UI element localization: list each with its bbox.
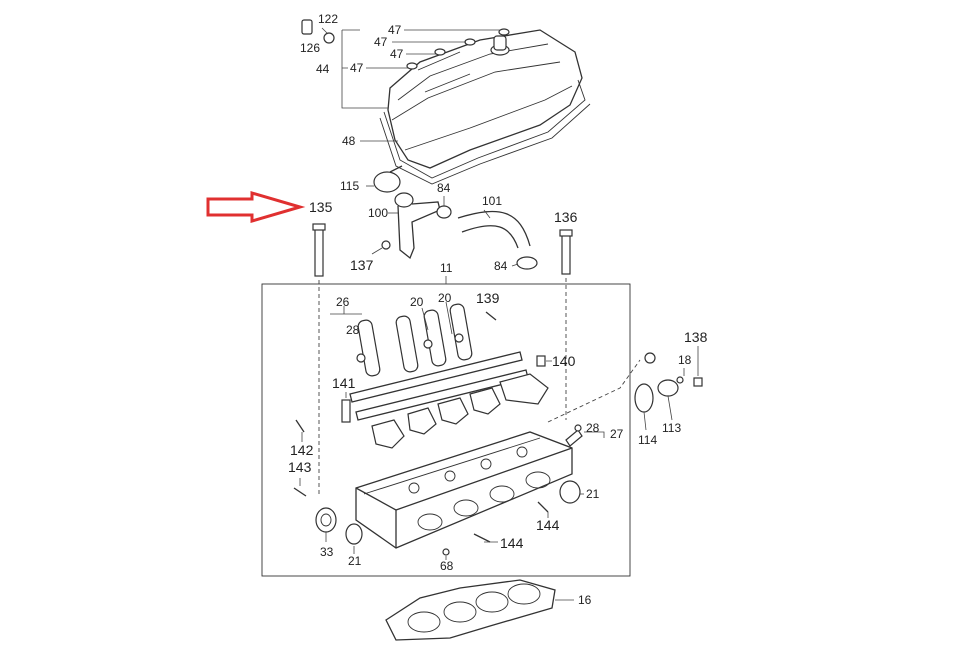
seal-33 bbox=[315, 507, 337, 533]
callout-47-c: 47 bbox=[390, 47, 404, 61]
callout-27: 27 bbox=[610, 427, 624, 441]
callout-21-b: 21 bbox=[348, 554, 362, 568]
sensor-27 bbox=[565, 424, 605, 447]
right-side-parts bbox=[547, 346, 703, 431]
callout-138: 138 bbox=[684, 329, 708, 345]
head-gasket bbox=[385, 579, 574, 641]
grommets bbox=[406, 28, 510, 70]
callout-142: 142 bbox=[290, 442, 314, 458]
callout-84-b: 84 bbox=[494, 259, 508, 273]
head-bolt-136 bbox=[559, 229, 573, 420]
leaders bbox=[299, 432, 549, 560]
callout-143: 143 bbox=[288, 459, 312, 475]
callout-33: 33 bbox=[320, 545, 334, 559]
valve-cover bbox=[387, 29, 583, 169]
callout-11: 11 bbox=[440, 261, 453, 275]
assembly-frame bbox=[261, 276, 631, 577]
housing-100 bbox=[388, 192, 441, 260]
tubes-20-26 bbox=[330, 301, 473, 377]
callout-21-a: 21 bbox=[586, 487, 600, 501]
head-bolt-135 bbox=[312, 223, 326, 495]
callout-113: 113 bbox=[662, 421, 681, 435]
cover-leaders bbox=[321, 27, 500, 142]
callout-44: 44 bbox=[316, 62, 330, 76]
callout-20-b: 20 bbox=[438, 291, 452, 305]
plug-21-left bbox=[345, 523, 363, 545]
callout-68: 68 bbox=[440, 559, 454, 573]
callout-115: 115 bbox=[340, 179, 359, 193]
callout-20-a: 20 bbox=[410, 295, 424, 309]
callout-144-b: 144 bbox=[500, 535, 524, 551]
callout-47-d: 47 bbox=[350, 61, 364, 75]
valve-cover-gasket bbox=[379, 79, 591, 185]
callout-140: 140 bbox=[552, 353, 576, 369]
callout-16: 16 bbox=[578, 593, 592, 607]
studs bbox=[293, 419, 549, 556]
washer-137 bbox=[371, 240, 391, 255]
callout-84-a: 84 bbox=[437, 181, 451, 195]
callout-114: 114 bbox=[638, 433, 657, 447]
cylinder-head bbox=[355, 431, 573, 549]
small-bolts bbox=[341, 311, 552, 423]
callout-28-a: 28 bbox=[346, 323, 360, 337]
plug-21-right bbox=[559, 480, 584, 504]
callout-26: 26 bbox=[336, 295, 350, 309]
callout-101: 101 bbox=[482, 194, 502, 208]
callout-126: 126 bbox=[300, 41, 320, 55]
callout-48: 48 bbox=[342, 134, 356, 148]
clamps-84 bbox=[436, 196, 538, 270]
callout-122: 122 bbox=[318, 12, 338, 26]
callout-137: 137 bbox=[350, 257, 374, 273]
callout-136: 136 bbox=[554, 209, 578, 225]
hose-101 bbox=[457, 209, 531, 249]
callout-28-b: 28 bbox=[586, 421, 600, 435]
callout-139: 139 bbox=[476, 290, 500, 306]
callout-141: 141 bbox=[332, 375, 356, 391]
callout-100: 100 bbox=[368, 206, 388, 220]
highlight-arrow bbox=[206, 191, 306, 223]
callout-labels: 122 126 44 47 47 47 47 48 115 84 101 100… bbox=[288, 12, 708, 607]
rocker-arms bbox=[371, 373, 549, 449]
callout-47-a: 47 bbox=[388, 23, 402, 37]
callout-18: 18 bbox=[678, 353, 692, 367]
oil-cap bbox=[301, 19, 335, 44]
callout-135: 135 bbox=[309, 199, 333, 215]
breather-115 bbox=[366, 165, 403, 193]
callout-47-b: 47 bbox=[374, 35, 388, 49]
callout-144-a: 144 bbox=[536, 517, 560, 533]
